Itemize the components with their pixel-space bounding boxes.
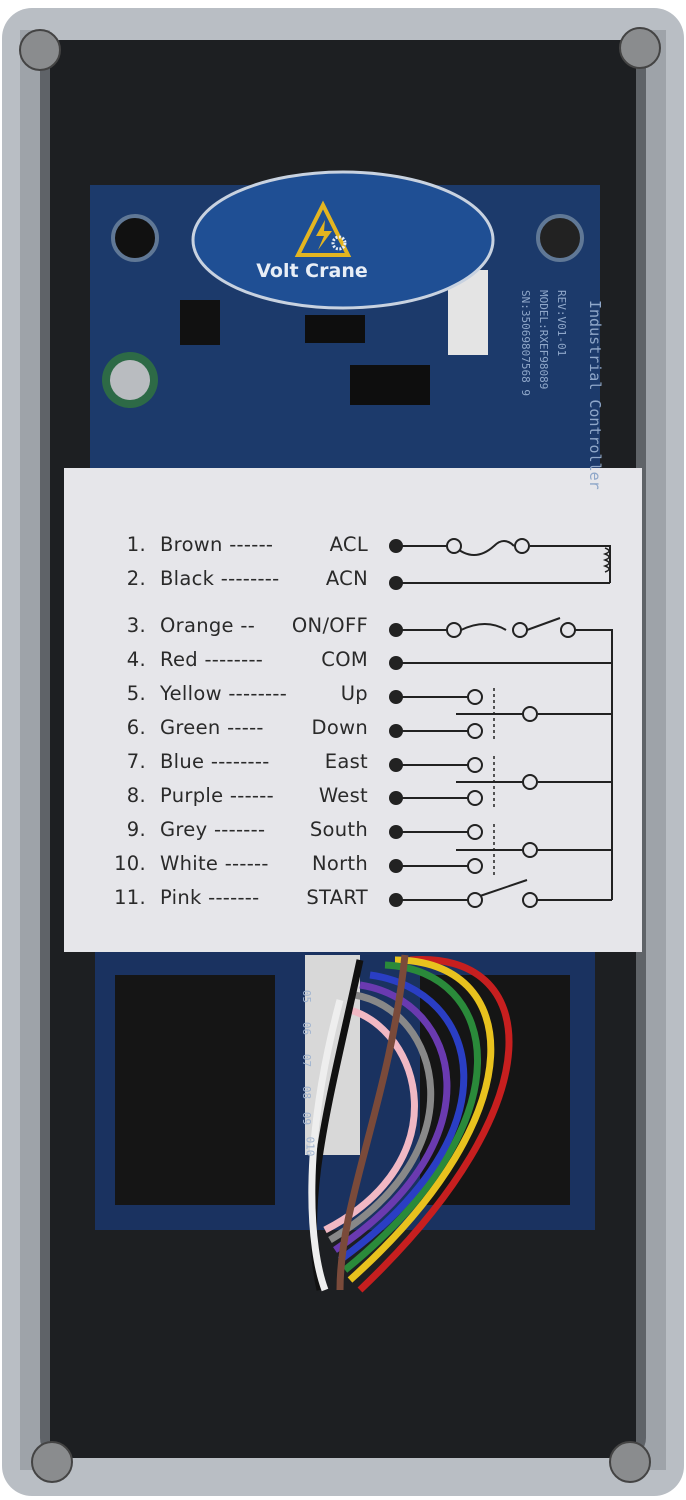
wire-color: Blue -------- [160,750,270,773]
wire-row: 1. Brown ------ ACL [0,533,686,563]
wire-color: Orange -- [160,614,255,637]
wire-color-name: Blue [160,750,205,773]
wire-dashes: -------- [228,682,288,705]
screw-icon [619,27,661,69]
warning-triangle-icon [294,200,352,257]
screw-icon [31,1441,73,1483]
wire-color-name: Yellow [160,682,222,705]
lightning-icon [316,220,332,250]
wire-row: 2. Black -------- ACN [0,567,686,597]
wire-signal: ON/OFF [291,614,368,637]
wire-row: 9. Grey ------- South [0,818,686,848]
wire-number: 8. [126,784,146,807]
wire-color-name: Purple [160,784,224,807]
terminal-label: 06 [300,1021,314,1036]
wire-dashes: ------ [229,784,274,807]
wire-signal: West [318,784,368,807]
wire-dashes: -------- [204,648,264,671]
corner-screws [19,27,661,1483]
wire-row: 10. White ------ North [0,852,686,882]
wiring-label [64,468,642,952]
wire-signal: Up [340,682,368,705]
wire-number: 10. [114,852,146,875]
wire-number: 6. [126,716,146,739]
wire-number: 7. [126,750,146,773]
pcb-serial: SN:35069807568 9 [519,290,532,396]
wire-color-name: Grey [160,818,208,841]
terminal-label: 08 [300,1085,314,1100]
gear-icon [331,235,347,251]
wire-signal: South [309,818,368,841]
wire-row: 11. Pink ------- START [0,886,686,916]
wire-signal: START [306,886,368,909]
wire-dashes: ------ [224,852,269,875]
pcb-revision: REV:V01-01 [555,290,568,357]
wire-color-name: Brown [160,533,223,556]
wire-color-name: Orange [160,614,234,637]
wire-color: White ------ [160,852,269,875]
wire-dashes: ------- [213,818,266,841]
wire-signal: North [311,852,368,875]
wire-row: 8. Purple ------ West [0,784,686,814]
wiring-diagram [389,538,613,908]
wire-number: 9. [126,818,146,841]
wire-color: Green ----- [160,716,264,739]
wire-dashes: -------- [210,750,270,773]
wire-dashes: ------- [208,886,260,909]
wire-row: 4. Red -------- COM [0,648,686,678]
wire-color-name: Pink [160,886,202,909]
wire-color: Pink ------- [160,886,259,909]
wire-dashes: -- [240,614,256,637]
pcb-board-title: Industrial Controller [586,300,604,490]
pcb-model: MODEL:RXEF98089 [537,290,550,390]
wire-color-name: White [160,852,219,875]
wire-color: Grey ------- [160,818,265,841]
wire-row: 5. Yellow -------- Up [0,682,686,712]
wire-color: Brown ------ [160,533,273,556]
screw-icon [19,29,61,71]
terminal-label: 07 [300,1053,314,1068]
wire-color-name: Green [160,716,221,739]
wire-signal: ACL [329,533,368,556]
wire-number: 2. [126,567,146,590]
wire-signal: East [324,750,368,773]
wire-color: Black -------- [160,567,279,590]
wire-color-name: Red [160,648,198,671]
wire-number: 11. [114,886,146,909]
screw-icon [609,1441,651,1483]
wire-signal: ACN [325,567,368,590]
wire-number: 1. [126,533,146,556]
brand-name: Volt Crane [256,260,368,282]
wire-color-name: Black [160,567,215,590]
wire-number: 3. [126,614,146,637]
wire-bundle [308,954,513,1293]
wire-color: Purple ------ [160,784,274,807]
wire-dashes: ----- [227,716,264,739]
wire-color: Yellow -------- [160,682,287,705]
terminal-label: 09 [300,1111,314,1126]
wire-row: 3. Orange -- ON/OFF [0,614,686,644]
wire-dashes: ------ [229,533,274,556]
wire-row: 7. Blue -------- East [0,750,686,780]
wire-number: 5. [126,682,146,705]
wire-dashes: -------- [220,567,280,590]
wire-color: Red -------- [160,648,263,671]
wire-row: 6. Green ----- Down [0,716,686,746]
terminal-label: 05 [300,989,314,1004]
wire-number: 4. [126,648,146,671]
wire-signal: Down [311,716,368,739]
terminal-label: 010 [303,1136,317,1157]
wire-signal: COM [321,648,368,671]
